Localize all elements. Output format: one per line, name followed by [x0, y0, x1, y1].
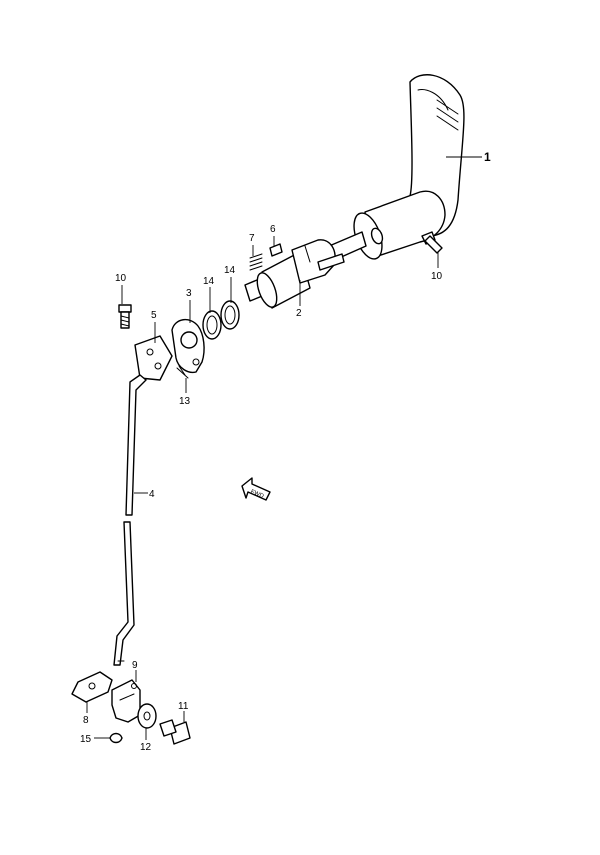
callout-4: 4 — [149, 489, 155, 500]
callout-1: 1 — [484, 150, 491, 164]
callout-12: 12 — [140, 742, 152, 753]
part-9-clip — [111, 679, 141, 723]
part-14-o-rings — [202, 300, 240, 340]
callout-5: 5 — [151, 310, 157, 321]
part-15-e-clip — [109, 732, 123, 744]
callout-2: 2 — [296, 308, 302, 319]
part-4-rod — [113, 374, 147, 666]
part-3-plate — [171, 319, 205, 374]
callout-14-left: 14 — [203, 276, 215, 287]
part-2-shaft — [244, 231, 367, 309]
callout-10-right: 10 — [431, 271, 443, 282]
callout-15: 15 — [80, 734, 92, 745]
callout-14-right: 14 — [224, 265, 236, 276]
callout-3: 3 — [186, 288, 192, 299]
callout-11: 11 — [178, 701, 189, 712]
part-11-bolt — [159, 719, 191, 745]
callout-13: 13 — [179, 396, 191, 407]
part-1-lever-handle — [353, 74, 465, 260]
callout-7: 7 — [249, 233, 255, 244]
leader-lines — [86, 156, 482, 740]
part-10-bolt-left — [118, 304, 132, 329]
callout-9: 9 — [132, 660, 138, 671]
part-12-washer — [137, 703, 157, 729]
part-13-screw — [176, 365, 189, 379]
callout-labels: 1 2 3 4 5 6 7 8 9 10 10 11 12 13 14 14 1… — [80, 150, 491, 753]
part-7-spring — [249, 253, 263, 271]
callout-8: 8 — [83, 715, 89, 726]
fwd-arrow: FWD — [241, 477, 271, 501]
part-6-pin — [269, 243, 283, 257]
fwd-arrow-label: FWD — [249, 489, 265, 500]
callout-6: 6 — [270, 224, 276, 235]
callout-10-left: 10 — [115, 273, 127, 284]
part-10-bolt-right — [421, 231, 443, 254]
part-8-plate — [71, 671, 113, 703]
part-5-bracket — [134, 335, 173, 381]
